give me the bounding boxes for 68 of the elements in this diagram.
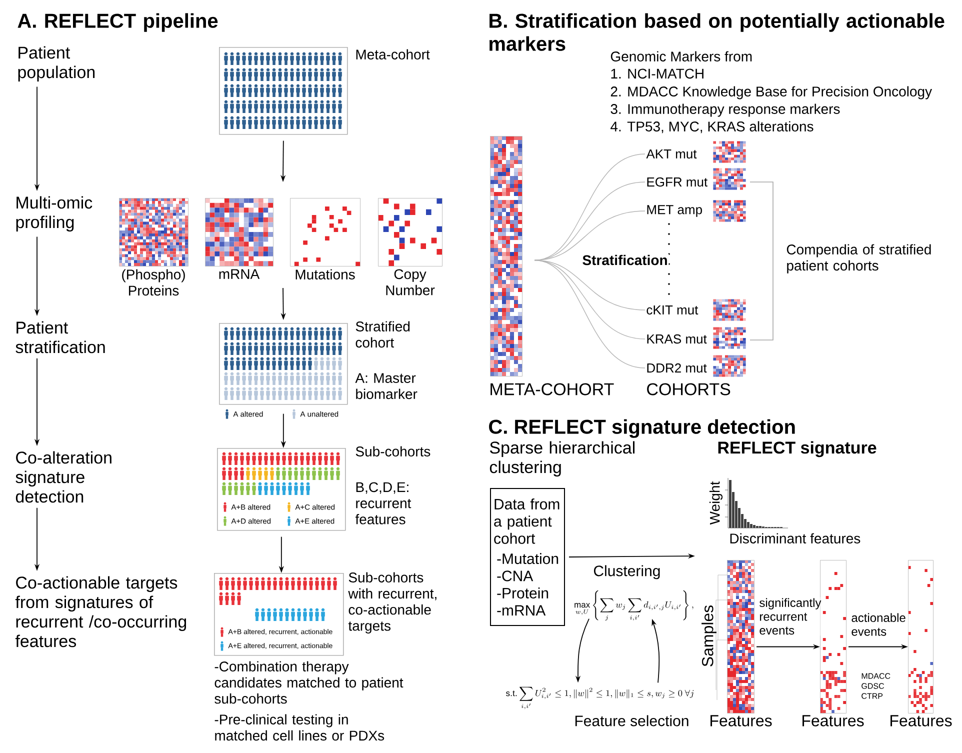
step-text: Co-actionable targets from signatures of recurrent /co-occurring features [15,576,186,648]
heatmap [908,560,934,714]
heatmap [205,198,274,266]
cohort-label: Sub-cohorts with recurrent, co-actionable targets [348,572,436,634]
marker-label: MET amp [647,205,702,217]
heatmap [378,198,442,266]
axis-label: Weight [709,481,723,525]
cohort-note: -Combination therapy candidates matched to patient sub-cohorts [214,661,404,704]
axis-caption: Features [710,715,772,726]
formula-caption: Feature selection [575,715,688,726]
people-drawing [219,323,348,405]
edge-label: significantly recurrent events [758,597,822,636]
connector-line [534,210,646,261]
cohort-note: -Pre-clinical testing in matched cell lines or PDXs [214,714,384,741]
source-name: CTRP [862,693,883,699]
formula-caption: Clustering [594,565,660,580]
people-drawing [219,47,348,135]
cohort-label: B,C,D,E: recurrent features [355,482,412,524]
marker-label: DDR2 mut [647,363,707,373]
step-text: Patient population [18,46,95,82]
connector-line [534,260,646,368]
source-name: MDACC [862,673,890,679]
cohort-label: Sub-cohorts [356,446,430,456]
list-item: 2. MDACC Knowledge Base for Precision Oncology [610,86,932,100]
cohort-label: A: Master biomarker [355,373,418,400]
cohort-label: Meta-cohort [356,49,430,60]
list-item: 4. TP53, MYC, KRAS alterations [610,121,814,134]
section-heading: REFLECT signature [718,441,876,458]
axis-caption: META-COHORT [490,383,614,396]
heatmap-caption: Mutations [296,269,355,280]
section-heading: Sparse hierarchical clustering [490,441,634,477]
axis-label: Discriminant features [730,533,860,544]
marker-label: AKT mut [646,149,697,159]
marker-label: KRAS mut [647,334,707,344]
fan-label: Stratification [581,254,669,266]
source-name: GDSC [862,683,884,689]
panel-title: A. REFLECT pipeline [18,13,218,32]
formula: $\max_{w,U}\left\{\sum_{j} w_j \sum_{i,i'} d_{i,i',j}U_{i,i'}\right\},$ [574,590,694,621]
axis-caption: COHORTS [647,383,730,396]
data-box: Data from a patient cohort -Mutation -CNA -Protein -mRNA [490,488,565,626]
list-item: 1. NCI-MATCH [611,68,704,79]
connector-line [534,182,646,261]
heatmap-caption: Copy Number [386,269,435,296]
bracket-label: Compendia of stratified patient cohorts [786,244,931,274]
list-item: 3. Immunotherapy response markers [610,104,840,117]
edge-label: actionable events [850,612,908,637]
heatmap [119,198,188,266]
panel-title: B. Stratification based on potentially actionable markers [490,13,944,51]
axis-caption: Features [890,715,952,726]
step-text: Patient stratification [16,321,105,354]
step-text: Co-alteration signature detection [16,451,112,503]
marker-label: cKIT mut [646,305,698,315]
list-heading: Genomic Markers from [610,51,752,62]
heatmap [716,560,754,714]
step-text: Multi-omic profiling [16,196,92,232]
formula: $\mathrm{s.t.}\sum_{i,i'} U_{i,i'}^2 \le 1, \|w\|^2 \le 1, \|w\|_1 \le s, w_j \ge 0\ \forall j$ [506,686,694,710]
heatmap-caption: mRNA [219,269,260,279]
heatmap [290,198,360,266]
people-drawing [217,448,346,531]
heatmap [820,560,846,714]
axis-caption: Samples [702,605,716,666]
people-drawing [214,573,344,656]
axis-caption: Features [802,715,864,726]
heatmap [490,136,522,376]
marker-label: EGFR mut [647,177,708,187]
cohort-label: Stratified cohort [356,321,410,348]
heatmap-caption: (Phospho) Proteins [122,269,185,296]
panel-title: C. REFLECT signature detection [489,419,795,438]
